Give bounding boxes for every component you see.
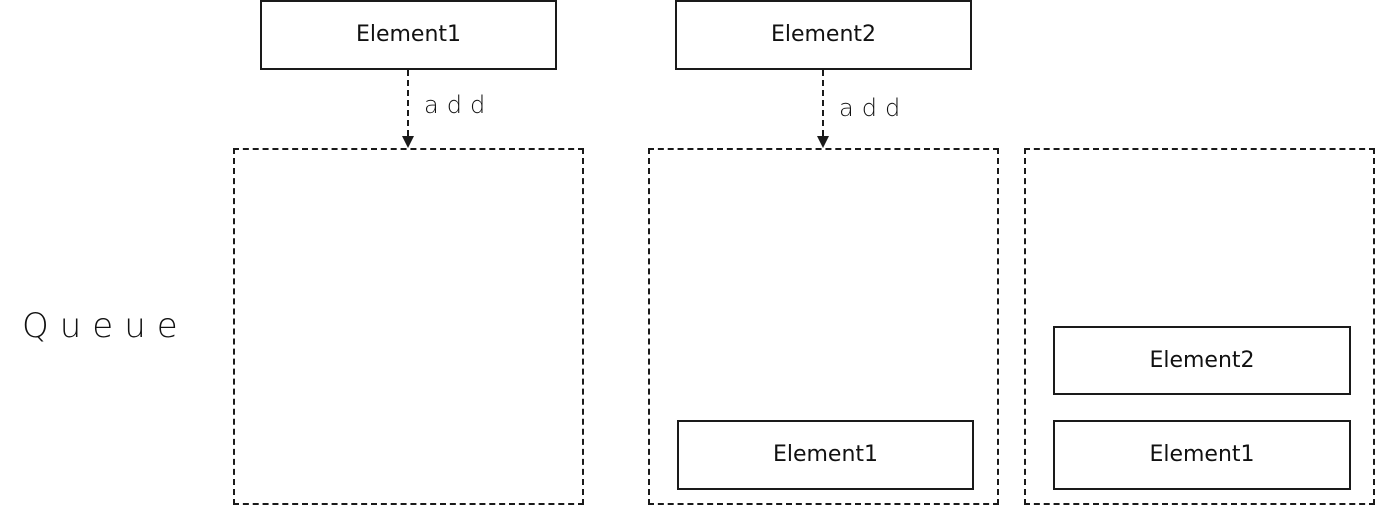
queue-3-item-2: Element1: [1053, 420, 1351, 490]
queue-box-3: [1024, 148, 1375, 505]
add-arrow-1: [407, 70, 409, 136]
add-label-1: add: [424, 91, 494, 119]
queue-label: Queue: [22, 306, 189, 346]
incoming-element-2-label: Element2: [770, 22, 877, 47]
add-arrow-2-head: [817, 136, 829, 148]
queue-2-item-1: Element1: [677, 420, 974, 490]
incoming-element-2: Element2: [675, 0, 972, 70]
queue-3-item-2-label: Element1: [1149, 442, 1255, 467]
add-arrow-2: [822, 70, 824, 136]
queue-box-1: [233, 148, 584, 505]
add-label-2: add: [839, 94, 909, 122]
incoming-element-1: Element1: [260, 0, 557, 70]
queue-2-item-1-label: Element1: [772, 442, 879, 467]
queue-box-2: [648, 148, 999, 505]
queue-3-item-1-label: Element2: [1149, 347, 1255, 373]
queue-3-item-1: Element2: [1053, 326, 1351, 395]
add-arrow-1-head: [402, 136, 414, 148]
incoming-element-1-label: Element1: [355, 22, 462, 47]
